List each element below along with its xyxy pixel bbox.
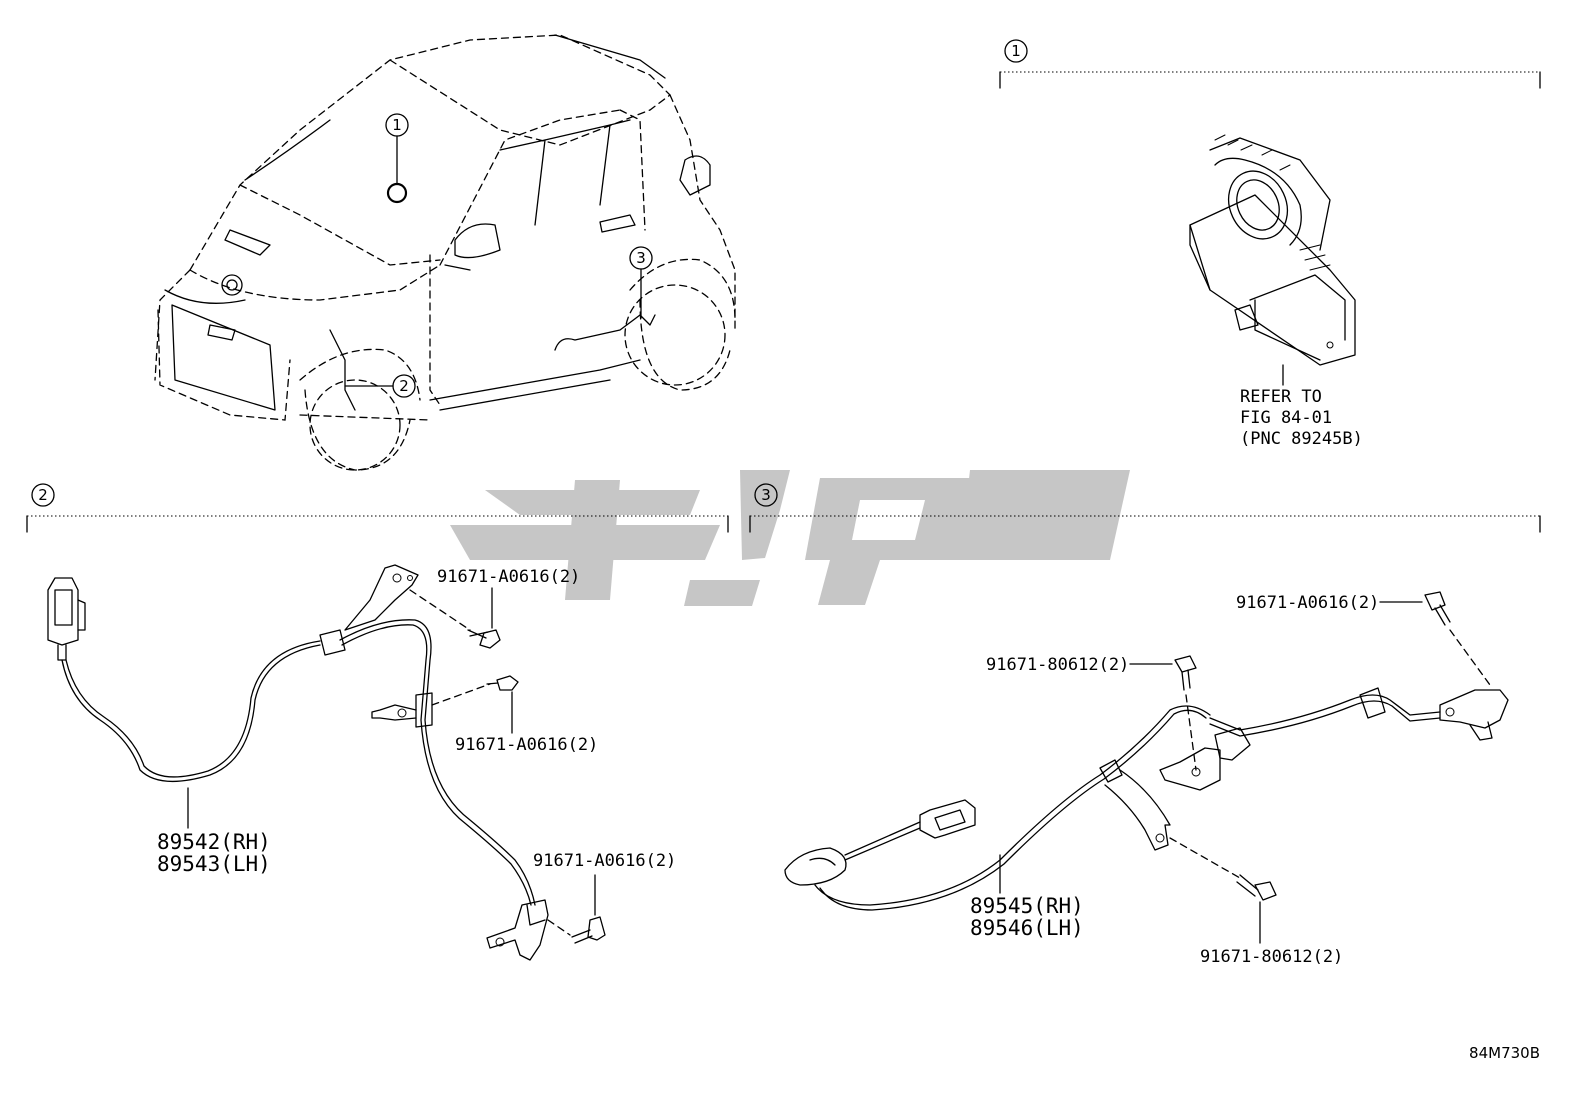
section-3-bracket: 3 <box>749 483 1541 533</box>
refer-line-3: (PNC 89245B) <box>1240 429 1363 449</box>
rear-bolt-mid <box>1129 655 1197 771</box>
front-bolt-upper <box>409 587 501 649</box>
car-callout-1: 1 <box>385 113 409 204</box>
rear-bolt-top-label: 91671-A0616(2) <box>1236 593 1379 613</box>
car-callout-1-label: 1 <box>392 116 402 134</box>
front-bolt-upper-label: 91671-A0616(2) <box>437 567 580 587</box>
section-3-label: 3 <box>761 486 771 504</box>
front-part-lh: 89543(LH) <box>157 852 271 876</box>
front-bolt-lower-label: 91671-A0616(2) <box>533 851 676 871</box>
section-1-bracket: 1 <box>999 39 1541 89</box>
section-2-bracket: 2 <box>26 483 729 533</box>
watermark-logo <box>450 470 1130 606</box>
refer-line-2: FIG 84-01 <box>1240 408 1332 428</box>
front-bolt-mid <box>431 675 519 734</box>
refer-line-1: REFER TO <box>1240 387 1322 407</box>
car-callout-2: 2 <box>344 374 416 398</box>
rear-bolt-lower-label: 91671-80612(2) <box>1200 947 1343 967</box>
front-bolt-mid-label: 91671-A0616(2) <box>455 735 598 755</box>
front-bolt-lower <box>547 874 606 944</box>
figure-code: 84M730B <box>1469 1044 1540 1062</box>
rear-bolt-top <box>1379 591 1491 686</box>
car-callout-3-label: 3 <box>636 249 646 267</box>
rear-speed-sensor <box>784 687 1509 911</box>
rear-bolt-mid-label: 91671-80612(2) <box>986 655 1129 675</box>
front-speed-sensor <box>47 564 549 961</box>
front-part-rh: 89542(RH) <box>157 830 271 854</box>
rear-bolt-lower <box>1169 837 1277 944</box>
section-2-label: 2 <box>38 486 48 504</box>
rear-part-rh: 89545(RH) <box>970 894 1084 918</box>
car-callout-3: 3 <box>629 246 653 319</box>
yaw-rate-sensor-module <box>1189 134 1356 386</box>
rear-part-lh: 89546(LH) <box>970 916 1084 940</box>
vehicle-outline <box>154 34 736 471</box>
section-1-label: 1 <box>1011 42 1021 60</box>
car-callout-2-label: 2 <box>399 377 409 395</box>
